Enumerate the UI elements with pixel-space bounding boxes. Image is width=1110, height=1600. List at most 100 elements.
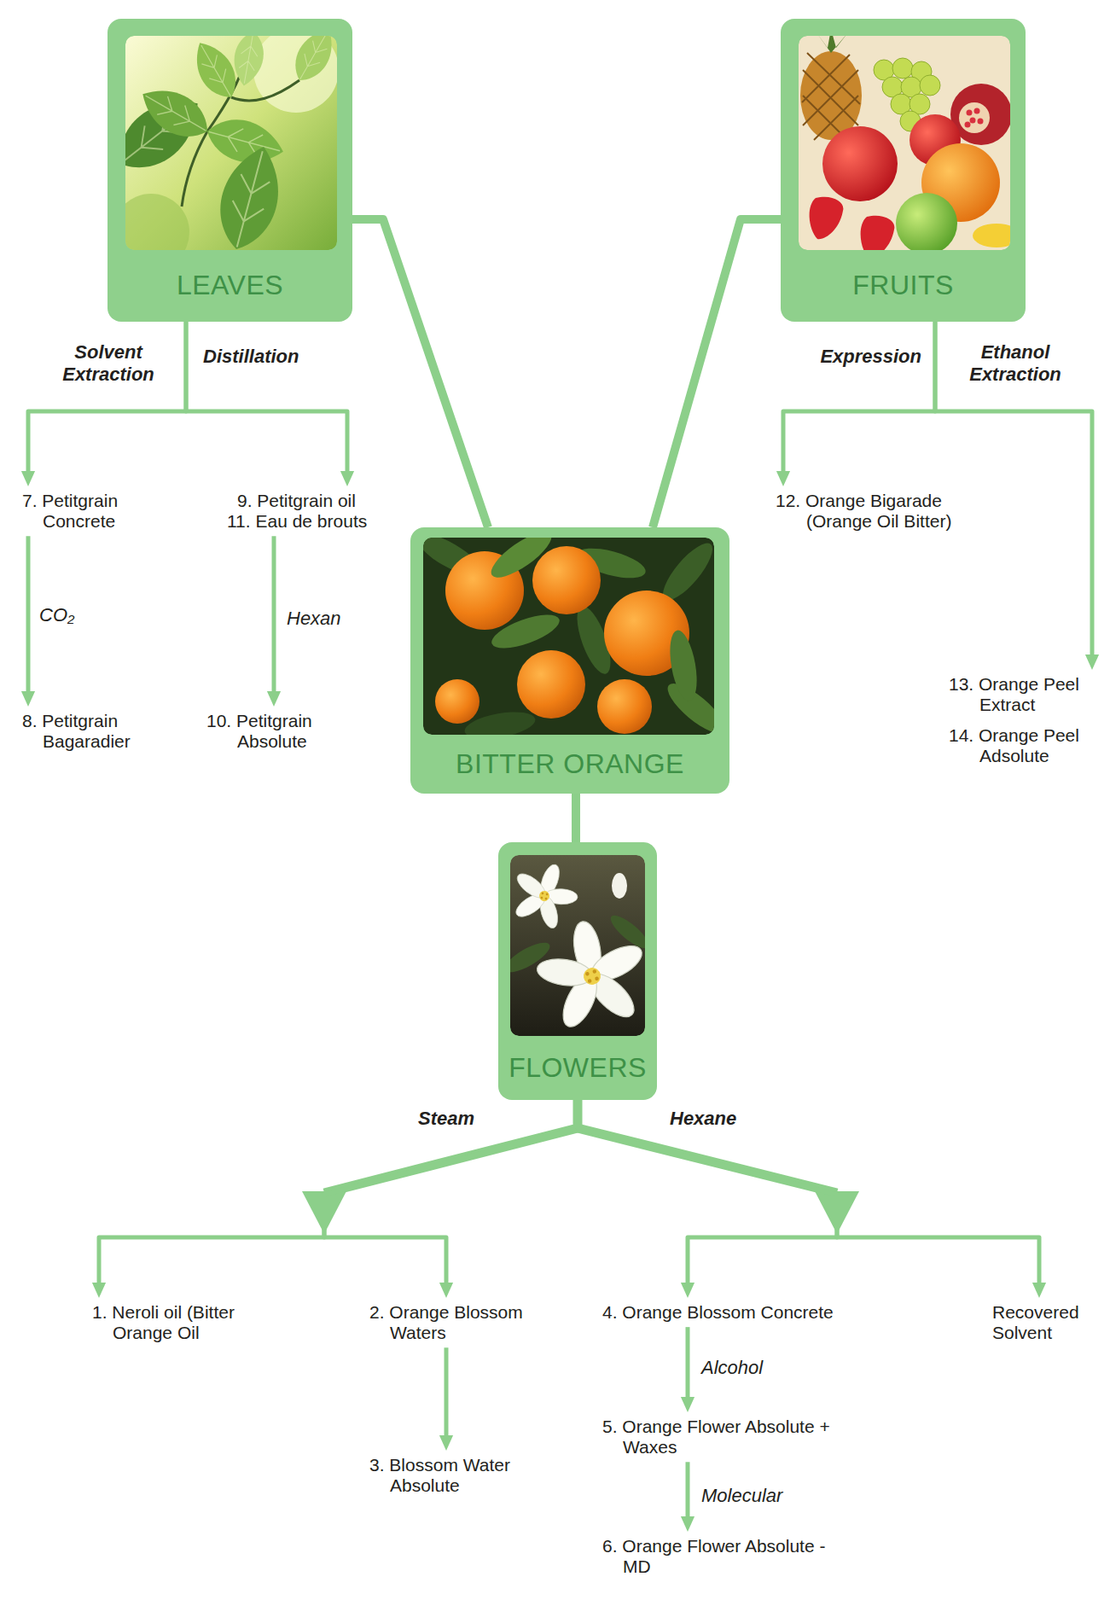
product-name: 14. Orange Peel Adsolute	[948, 725, 1100, 767]
bitter-orange-photo	[423, 537, 715, 735]
fruits-photo	[964, 108, 984, 128]
product-item: 8. Petitgrain Bagaradier	[18, 706, 156, 756]
process-label: Distillation	[203, 345, 299, 368]
connector-line	[652, 219, 781, 528]
product-item: 3. Blossom Water Absolute	[366, 1450, 537, 1500]
split-arrow	[324, 1099, 578, 1193]
leaves-photo	[209, 139, 291, 250]
leaves-photo	[285, 35, 338, 88]
connector-line	[685, 1461, 691, 1524]
product-name: 8. Petitgrain Bagaradier	[22, 710, 152, 752]
fruits-photo	[972, 223, 1011, 248]
bitter-orange-photo	[517, 650, 586, 719]
fruits-photo	[966, 110, 973, 117]
connector-line	[444, 1347, 449, 1443]
product-item: 10. Petitgrain Absolute	[203, 706, 353, 756]
fruits-photo	[964, 122, 971, 128]
product-name: 1. Neroli oil (Bitter Orange Oil	[92, 1301, 274, 1343]
product-item: 12. Orange Bigarade (Orange Oil Bitter)	[772, 486, 977, 536]
connector-line	[783, 321, 936, 479]
connector-line	[935, 321, 1093, 663]
category-box: LEAVES	[107, 18, 353, 322]
connector-line	[272, 535, 277, 699]
product-item: 13. Orange Peel Extract 14. Orange Peel A…	[945, 669, 1104, 772]
category-box: BITTER ORANGE	[410, 527, 730, 794]
product-name: Recovered Solvent	[992, 1301, 1093, 1343]
category-box: FLOWERS	[498, 842, 657, 1100]
leaves-photo	[229, 35, 268, 88]
connector-line	[685, 1326, 691, 1405]
fruits-photo	[798, 35, 1011, 250]
bitter-orange-photo	[485, 537, 558, 586]
connector-line	[352, 219, 489, 528]
product-name: 10. Petitgrain Absolute	[206, 710, 349, 752]
connector-line	[26, 535, 31, 699]
product-name: 2. Orange Blossom Waters	[369, 1301, 534, 1343]
leaves-photo	[125, 35, 338, 250]
process-label: CO₂	[39, 604, 75, 627]
product-name: 5. Orange Flower Absolute + Waxes	[602, 1416, 850, 1458]
fruits-photo	[822, 126, 898, 202]
fruits-photo	[919, 75, 941, 96]
product-item: 5. Orange Flower Absolute + Waxes	[598, 1412, 854, 1462]
bitter-orange-photo	[665, 627, 702, 704]
fruits-photo	[809, 197, 844, 240]
product-item: 2. Orange Blossom Waters	[366, 1297, 537, 1348]
fruits-photo	[895, 192, 958, 250]
product-name: 3. Blossom Water Absolute	[369, 1454, 534, 1496]
product-name: 7. Petitgrain Concrete	[22, 490, 152, 532]
category-label: FLOWERS	[508, 1052, 647, 1083]
product-name: 12. Orange Bigarade (Orange Oil Bitter)	[775, 490, 974, 532]
process-label: Solvent Extraction	[44, 341, 173, 387]
category-box: FRUITS	[780, 18, 1026, 322]
product-name: 13. Orange Peel Extract	[948, 674, 1100, 715]
bitter-orange-photo	[597, 679, 652, 734]
product-item: Recovered Solvent	[988, 1297, 1096, 1348]
product-name: 9. Petitgrain oil	[237, 490, 387, 512]
connector-line	[185, 321, 348, 479]
fruits-photo	[860, 215, 895, 250]
product-item: 7. Petitgrain Concrete	[18, 486, 156, 536]
fruits-photo	[970, 117, 977, 124]
product-name: 6. Orange Flower Absolute - MD	[602, 1535, 850, 1577]
leaves-photo	[125, 193, 190, 250]
leaves-photo	[133, 77, 218, 149]
fruits-photo	[892, 58, 913, 79]
bitter-orange-photo	[423, 537, 715, 735]
product-name: 4. Orange Blossom Concrete	[602, 1301, 850, 1323]
bitter-orange-photo	[532, 546, 601, 615]
fruits-photo	[977, 118, 984, 125]
bitter-orange-photo	[435, 679, 480, 724]
fruits-photo	[815, 35, 849, 53]
connector-line	[324, 1099, 578, 1291]
blossom-photo	[526, 911, 646, 1036]
category-label: BITTER ORANGE	[455, 749, 685, 779]
product-item: 6. Orange Flower Absolute - MD	[598, 1531, 854, 1581]
category-label: FRUITS	[852, 270, 954, 301]
product-name: 11. Eau de brouts	[226, 511, 387, 532]
connector-line	[571, 793, 581, 843]
fruits-photo	[958, 102, 990, 134]
category-label: LEAVES	[176, 270, 284, 301]
process-label: Alcohol	[701, 1356, 763, 1379]
product-item: 1. Neroli oil (Bitter Orange Oil	[88, 1297, 277, 1348]
process-label: Steam	[418, 1107, 475, 1130]
connector-line	[28, 321, 186, 479]
blossom-photo	[611, 872, 628, 899]
bitter-orange-photo	[423, 537, 715, 735]
process-label: Molecular	[701, 1484, 783, 1507]
connector-line	[577, 1099, 1040, 1291]
product-item: 4. Orange Blossom Concrete	[598, 1297, 854, 1327]
blossom-photo	[510, 854, 646, 1036]
product-item: 9. Petitgrain oil11. Eau de brouts	[223, 486, 390, 536]
process-label: Hexane	[669, 1107, 737, 1130]
connector-line	[577, 1099, 837, 1291]
blossom-photo	[510, 854, 646, 1036]
leaves-photo	[125, 35, 338, 250]
fruits-photo	[798, 35, 1011, 250]
process-label: Ethanol Extraction	[951, 341, 1080, 387]
